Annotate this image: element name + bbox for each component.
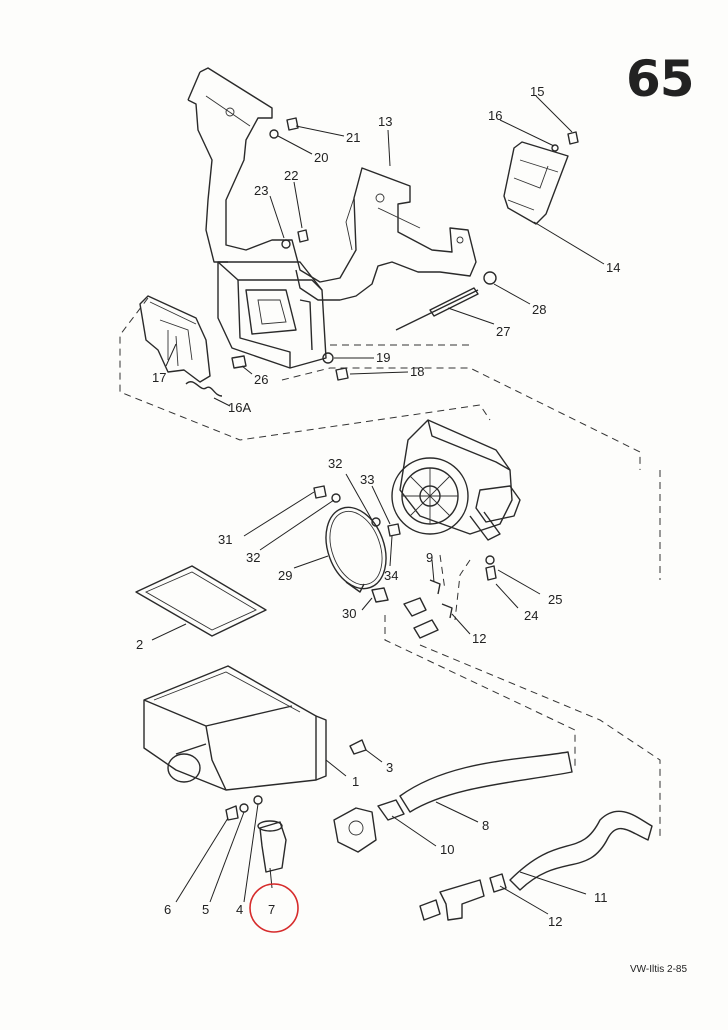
callout-18: 18 [410,364,424,379]
grommet-part-28 [483,271,497,285]
callout-1: 1 [352,774,359,789]
gasket-part-2 [135,565,267,637]
callout-17: 17 [152,370,166,385]
air-duct-housing-part-13 [187,67,477,369]
callout-4: 4 [236,902,243,917]
hose-part-8 [399,751,573,813]
screw-part-3 [349,739,367,755]
callout-10: 10 [440,842,454,857]
callout-labels: 21 20 13 15 16 14 23 22 28 27 19 18 17 2… [136,84,620,929]
small-fasteners-upper [269,117,349,381]
callout-2: 2 [136,637,143,652]
callout-26: 26 [254,372,268,387]
clamp-ring-part-29 [325,506,387,593]
callout-24: 24 [524,608,538,623]
vent-panel-part-14 [503,131,579,225]
callout-9: 9 [426,550,433,565]
callout-13: 13 [378,114,392,129]
callout-19: 19 [376,350,390,365]
callout-12-bottom: 12 [548,914,562,929]
clip-part-16a [185,381,223,397]
callout-20: 20 [314,150,328,165]
callout-32-bottom: 32 [246,550,260,565]
flange-part-10 [333,799,405,853]
callout-27: 27 [496,324,510,339]
callout-8: 8 [482,818,489,833]
callout-25: 25 [548,592,562,607]
small-parts-lower [225,795,287,873]
callout-11: 11 [594,890,608,905]
callout-16a: 16A [228,400,251,415]
callout-23: 23 [254,183,268,198]
callout-12-mid: 12 [472,631,486,646]
callout-14: 14 [606,260,620,275]
clip-part-26 [231,355,247,369]
callout-34: 34 [384,568,398,583]
callout-31: 31 [218,532,232,547]
callout-21: 21 [346,130,360,145]
footer-model-code: VW-Iltis 2-85 [630,964,688,975]
small-fasteners-mid [313,485,497,639]
callout-15: 15 [530,84,544,99]
tee-fitting-part-12 [419,873,507,921]
callout-6: 6 [164,902,171,917]
hose-part-11 [509,810,653,891]
callout-32-top: 32 [328,456,342,471]
highlight-circle-callout-7 [249,883,299,933]
rod-part-27 [395,287,479,331]
page-number: 65 [626,50,695,108]
callout-leader-lines [151,95,605,915]
callout-33: 33 [360,472,374,487]
flap-bracket-part-17 [139,295,211,383]
callout-28: 28 [532,302,546,317]
callout-22: 22 [284,168,298,183]
callout-29: 29 [278,568,292,583]
assembly-dashed-lines [119,297,661,840]
callout-5: 5 [202,902,209,917]
callout-7: 7 [268,902,275,917]
callout-3: 3 [386,760,393,775]
callout-30: 30 [342,606,356,621]
heater-blower-housing [391,419,521,541]
heater-box-part-1 [143,665,327,791]
callout-16: 16 [488,108,502,123]
